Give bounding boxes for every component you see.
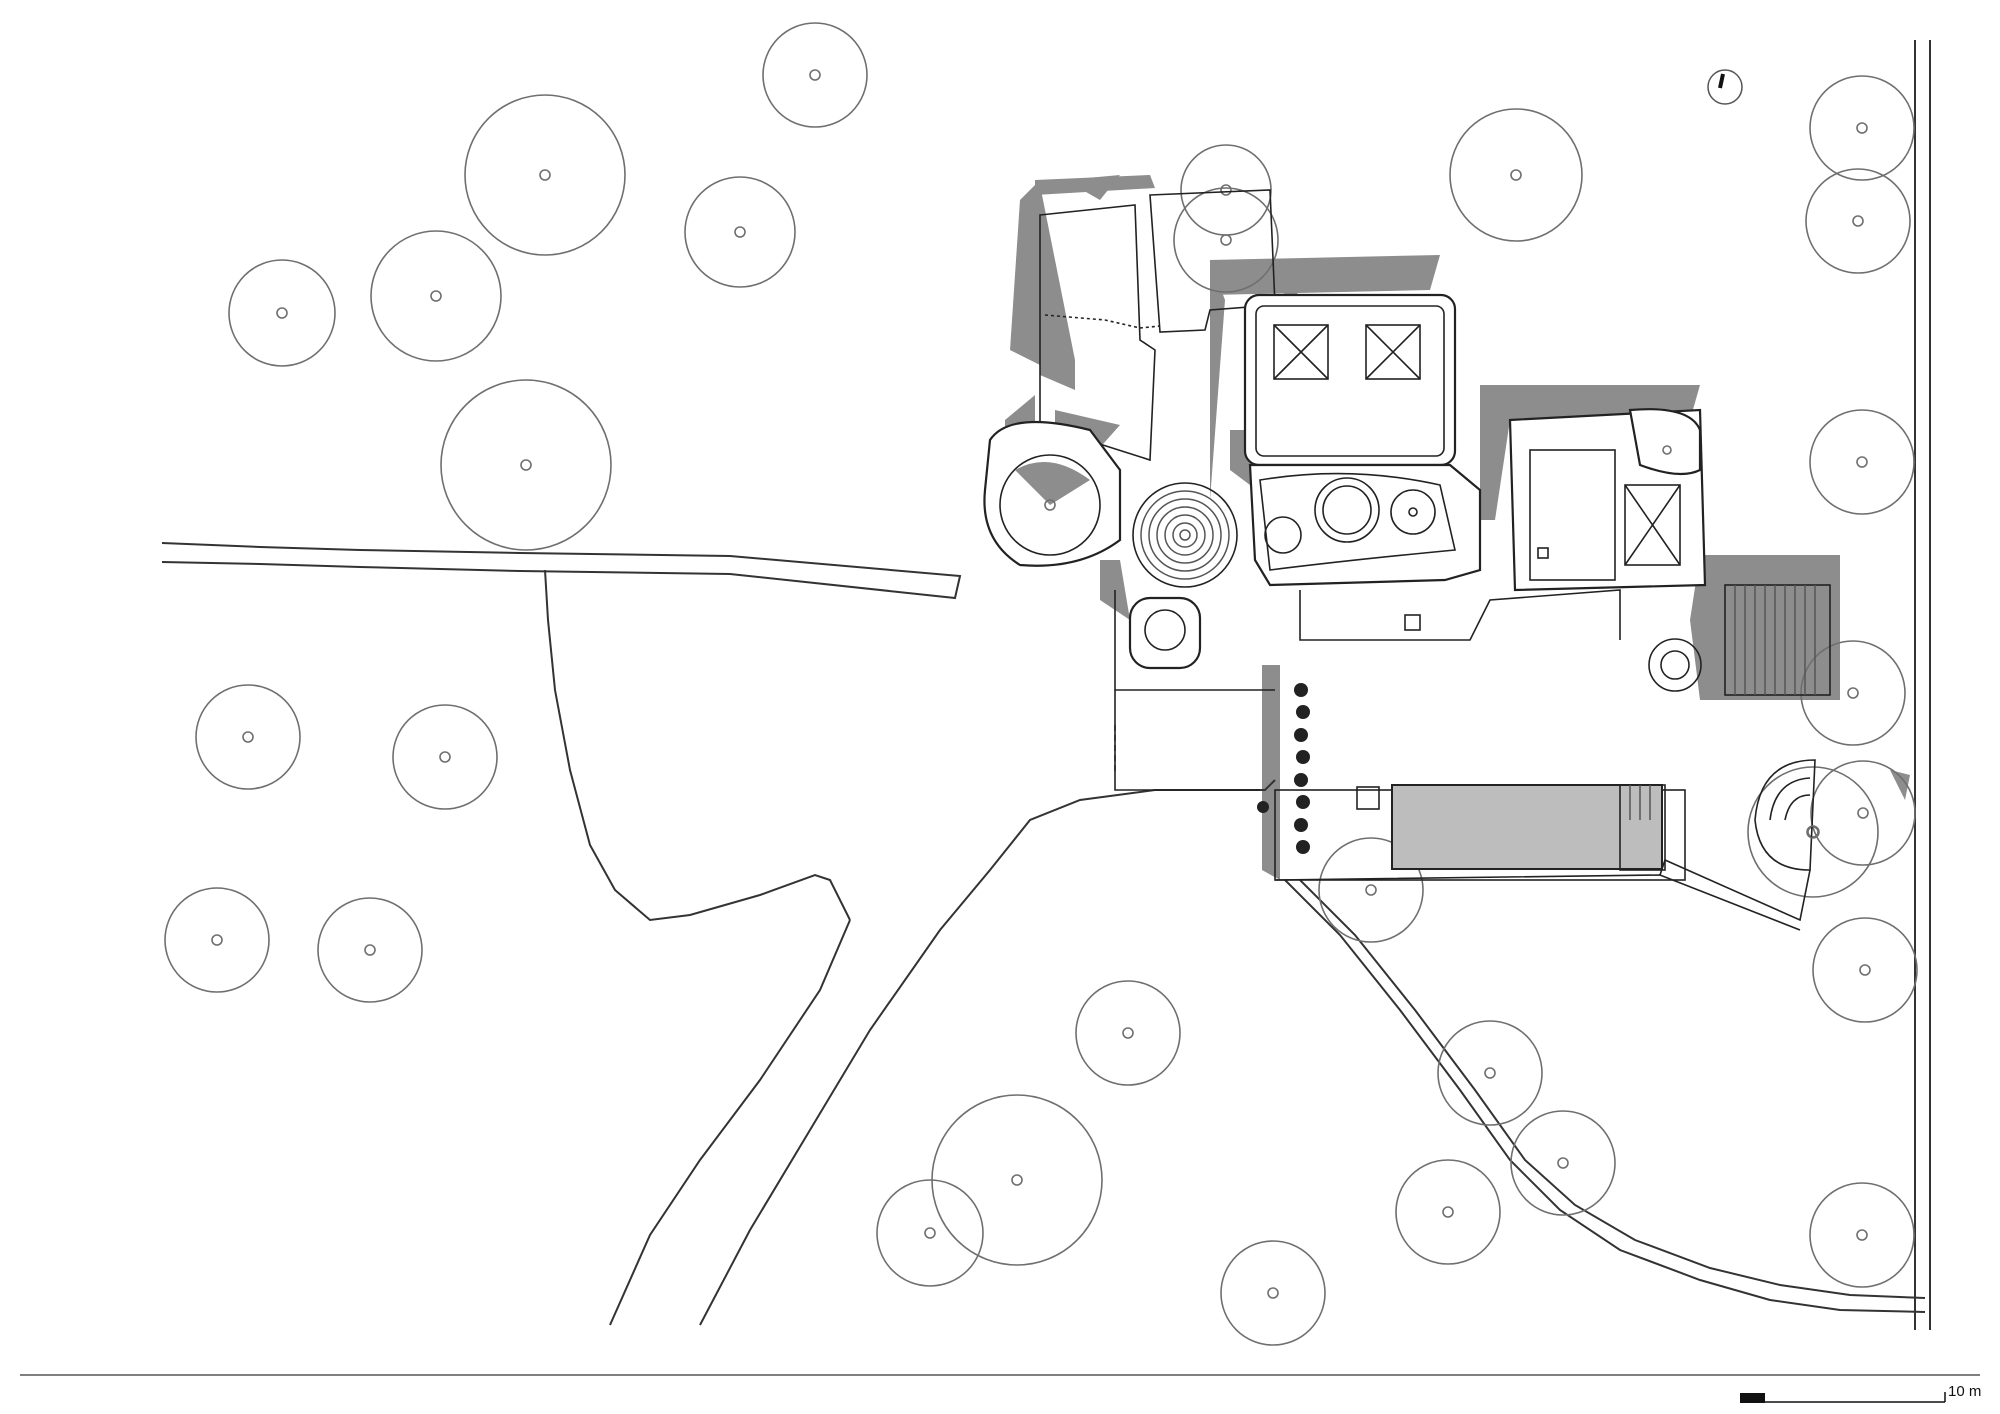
tree (164, 887, 270, 993)
pergola-slats (1734, 585, 1816, 695)
north-arrow (1707, 69, 1743, 105)
tree (762, 22, 868, 128)
scale-bar: 10 m (1740, 1383, 1981, 1403)
tree (317, 897, 423, 1003)
swimming-pool (1274, 784, 1686, 881)
hedge-plants (1257, 683, 1310, 854)
tree (1075, 980, 1181, 1086)
scale-bar-label: 10 m (1948, 1383, 1981, 1400)
tree (1810, 760, 1916, 866)
tree (931, 1094, 1103, 1266)
tree (1809, 1182, 1915, 1288)
tree (1800, 640, 1906, 746)
tree (440, 379, 612, 551)
tree (1220, 1240, 1326, 1346)
tree (1510, 1110, 1616, 1216)
spiral-stair (1132, 482, 1238, 588)
tree (1318, 837, 1424, 943)
tree (684, 176, 796, 288)
building-complex (983, 189, 1831, 931)
tree (1437, 1020, 1543, 1126)
tree (1809, 75, 1915, 181)
tree (1449, 108, 1583, 242)
tree (1395, 1159, 1501, 1265)
trees (164, 22, 1918, 1346)
tree (1173, 187, 1279, 293)
tree (1812, 917, 1918, 1023)
tree (370, 230, 502, 362)
tree (1809, 409, 1915, 515)
tree (876, 1179, 984, 1287)
tree (464, 94, 626, 256)
tree (228, 259, 336, 367)
tree (392, 704, 498, 810)
tree (1805, 168, 1911, 274)
tree (1747, 766, 1879, 898)
tree (195, 684, 301, 790)
